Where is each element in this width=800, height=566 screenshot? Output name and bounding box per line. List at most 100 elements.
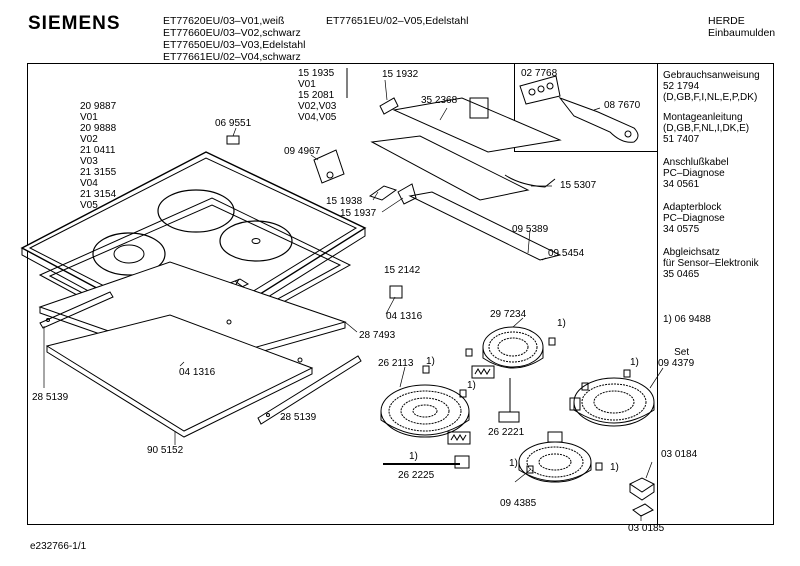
cable-262225 (383, 455, 470, 469)
side-line: 52 1794 (663, 81, 700, 92)
part-label: 08 7670 (604, 100, 641, 111)
footnote-marker: 1) (409, 451, 418, 462)
variant-line: V05 (80, 200, 98, 211)
touch-strip (519, 75, 561, 105)
heater-094379 (569, 369, 655, 427)
side-line: Anschlußkabel (663, 157, 729, 168)
side-line: PC–Diagnose (663, 168, 725, 179)
part-label: 26 2221 (488, 427, 525, 438)
sensor-262221 (498, 378, 520, 423)
side-line: Abgleichsatz (663, 247, 720, 258)
side-doc-6: 1) 06 9488 Set (663, 292, 711, 369)
side-doc-2: Montageanleitung (D,GB,F,NL,I,DK,E) 51 7… (663, 112, 749, 145)
model-list-1: ET77620EU/03–V01,weiß ET77660EU/03–V02,s… (163, 15, 305, 63)
side-line: Montageanleitung (663, 112, 743, 123)
part-label: 90 5152 (147, 445, 184, 456)
category-line: HERDE (708, 15, 745, 27)
footnote-marker: 1) (610, 462, 619, 473)
control-module (346, 68, 562, 261)
model-line: ET77650EU/03–V03,Edelstahl (163, 39, 306, 51)
side-line: 35 0465 (663, 269, 700, 280)
heater-094385 (518, 431, 603, 483)
bottom-tray (45, 314, 314, 438)
footnote-marker: 1) (509, 458, 518, 469)
part-label: 15 2081 (298, 90, 335, 101)
variant-line: 20 9888 (80, 123, 117, 134)
part-label: 15 1937 (340, 208, 377, 219)
leader-lines (43, 79, 664, 521)
key-tool (558, 96, 639, 143)
category: HERDE Einbaumulden (708, 15, 775, 39)
part-label: 26 2113 (378, 358, 414, 369)
part-label-group: 15 1935 V01 15 2081 V02,V03 V04,V05 (298, 68, 336, 123)
part-label: 15 2142 (384, 265, 421, 276)
document-id: e232766-1/1 (30, 541, 87, 552)
part-label: 28 5139 (32, 392, 69, 403)
side-line: 51 7407 (663, 134, 700, 145)
variant-line: V02 (80, 134, 98, 145)
terminal-030184 (629, 477, 655, 501)
side-line: 1) 06 9488 (663, 314, 711, 325)
side-line: Adapterblock (663, 202, 722, 213)
part-label: 09 5454 (548, 248, 585, 259)
part-label: 15 5307 (560, 180, 597, 191)
variant-line: V01 (80, 112, 98, 123)
part-label: V02,V03 (298, 101, 337, 112)
clip-069551 (226, 135, 240, 145)
footnote-marker: 1) (426, 356, 435, 367)
part-label: 26 2225 (398, 470, 435, 481)
variant-list: 20 9887 V01 20 9888 V02 21 0411 V03 21 3… (80, 101, 116, 211)
part-label: 03 0185 (628, 523, 665, 534)
side-line: Set (663, 347, 690, 358)
part-label: V04,V05 (298, 112, 337, 123)
part-label: 09 5389 (512, 224, 549, 235)
side-line: Gebrauchsanweisung (663, 70, 760, 81)
side-line: für Sensor–Elektronik (663, 258, 759, 269)
side-doc-5: Abgleichsatz für Sensor–Elektronik 35 04… (663, 247, 759, 280)
variant-line: 20 9887 (80, 101, 117, 112)
model-list-2: ET77651EU/02–V05,Edelstahl (326, 15, 469, 27)
variant-line: 21 3155 (80, 167, 117, 178)
heater-297234 (465, 326, 556, 379)
footnote-marker: 1) (467, 380, 476, 391)
part-label: V01 (298, 79, 316, 90)
part-label: 09 4385 (500, 498, 537, 509)
part-label: 09 4379 (658, 358, 695, 369)
clip-152142 (389, 285, 403, 299)
model-line: ET77660EU/03–V02,schwarz (163, 27, 301, 39)
part-label: 04 1316 (386, 311, 423, 322)
diagram-frame (27, 63, 774, 525)
side-doc-1: Gebrauchsanweisung 52 1794 (D,GB,F,I,NL,… (663, 70, 760, 103)
part-label: 04 1316 (179, 367, 216, 378)
side-panel-divider (657, 63, 658, 525)
clip-030185 (632, 503, 654, 517)
part-label: 15 1935 (298, 68, 335, 79)
inset-box (514, 63, 657, 152)
side-line: (D,GB,F,NL,I,DK,E) (663, 123, 750, 134)
part-label: 09 4967 (284, 146, 321, 157)
part-label: 28 7493 (359, 330, 396, 341)
variant-line: V04 (80, 178, 98, 189)
side-line: 34 0561 (663, 179, 700, 190)
side-rail-right (257, 355, 362, 425)
part-label: 15 1938 (326, 196, 363, 207)
part-label: 35 2368 (421, 95, 458, 106)
variant-line: 21 0411 (80, 145, 116, 156)
footnote-marker: 1) (630, 357, 639, 368)
footnote-marker: 1) (557, 318, 566, 329)
bracket-094967 (313, 149, 345, 184)
model-line: ET77661EU/02–V04,schwarz (163, 51, 301, 63)
part-label: 03 0184 (661, 449, 698, 460)
side-doc-3: Anschlußkabel PC–Diagnose 34 0561 (663, 157, 729, 190)
model-line: ET77620EU/03–V01,weiß (163, 15, 285, 27)
brand-logo: SIEMENS (28, 13, 121, 34)
category-line: Einbaumulden (708, 27, 776, 39)
part-label: 28 5139 (280, 412, 317, 423)
heater-262113 (380, 365, 471, 445)
part-label: 29 7234 (490, 309, 527, 320)
part-label: 06 9551 (215, 118, 252, 129)
side-rail-left (39, 291, 114, 329)
side-line: PC–Diagnose (663, 213, 725, 224)
variant-line: V03 (80, 156, 98, 167)
